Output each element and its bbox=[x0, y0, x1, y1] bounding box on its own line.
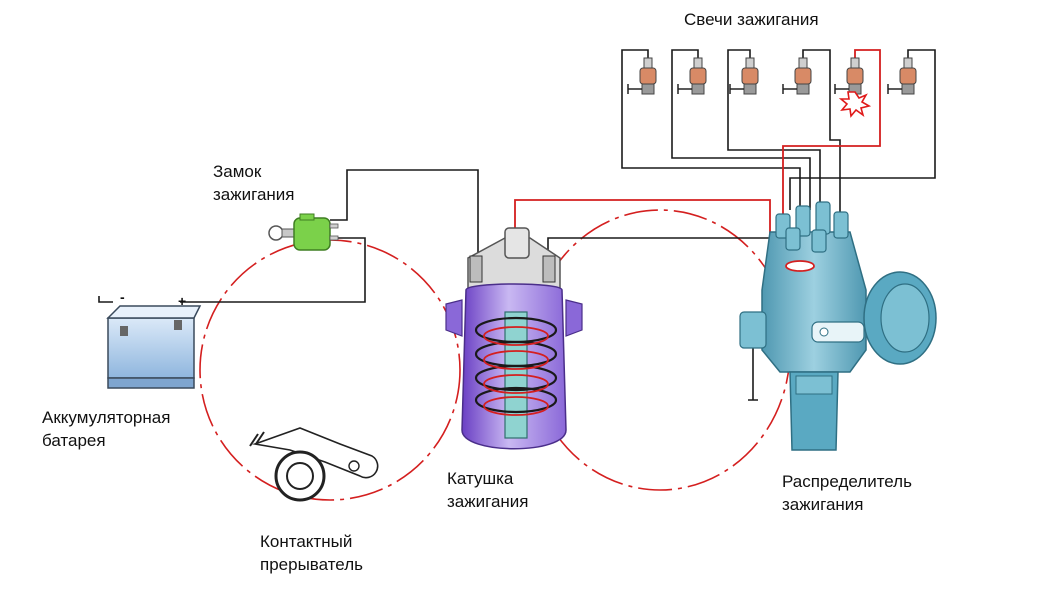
distributor-icon bbox=[739, 201, 937, 451]
battery-label: Аккумуляторная батарея bbox=[42, 406, 170, 452]
distributor-label-line-1: Распределитель bbox=[782, 472, 912, 491]
coil-label-line-1: Катушка bbox=[447, 469, 514, 488]
coil-label-line-2: зажигания bbox=[447, 492, 529, 511]
spark-plug bbox=[677, 57, 707, 95]
coil-label: Катушка зажигания bbox=[447, 467, 529, 513]
plug-wiring bbox=[621, 49, 936, 215]
distributor-label: Распределитель зажигания bbox=[782, 470, 912, 516]
spark-plug bbox=[887, 57, 917, 95]
ignition-lock-label: Замок зажигания bbox=[213, 160, 295, 206]
secondary-circuit-loop bbox=[529, 209, 791, 491]
battery-negative-sign: - bbox=[120, 289, 125, 305]
battery-label-line-2: батарея bbox=[42, 431, 106, 450]
breaker-label-line-2: прерыватель bbox=[260, 555, 363, 574]
spark-plug bbox=[627, 57, 657, 95]
spark-icon bbox=[838, 91, 872, 118]
spark-plugs bbox=[627, 57, 917, 118]
battery-icon: - + bbox=[106, 289, 202, 389]
battery-positive-sign: + bbox=[178, 293, 186, 309]
ignition-lock-label-line-1: Замок bbox=[213, 162, 262, 181]
ignition-lock-label-line-2: зажигания bbox=[213, 185, 295, 204]
ignition-coil-icon bbox=[445, 227, 583, 450]
breaker-label-line-1: Контактный bbox=[260, 532, 353, 551]
spark-plug bbox=[782, 57, 812, 95]
battery-label-line-1: Аккумуляторная bbox=[42, 408, 171, 427]
breaker-label: Контактный прерыватель bbox=[260, 530, 363, 576]
ignition-lock-icon bbox=[268, 213, 339, 251]
spark-plug-firing bbox=[834, 57, 872, 118]
contact-breaker-icon bbox=[249, 427, 379, 502]
distributor-label-line-2: зажигания bbox=[782, 495, 864, 514]
spark-plugs-label: Свечи зажигания bbox=[684, 8, 819, 31]
spark-plugs-label-text: Свечи зажигания bbox=[684, 10, 819, 29]
spark-plug bbox=[729, 57, 759, 95]
